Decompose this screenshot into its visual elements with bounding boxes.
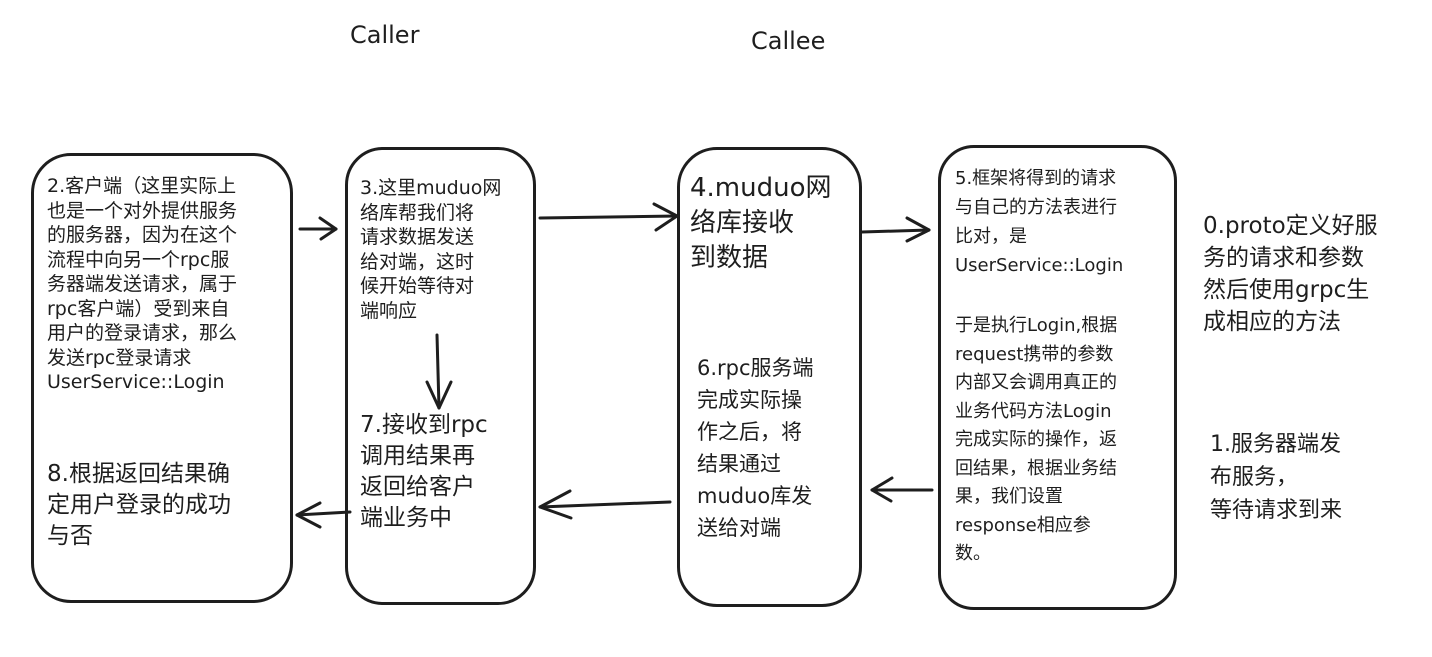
arrow-muduo-to-client [295,501,352,529]
step6-text: 6.rpc服务端 完成实际操 作之后，将 结果通过 muduo库发 送给对端 [697,356,814,540]
caller-header: Caller [350,21,420,49]
arrow-server-to-framework [860,216,931,243]
step1-note: 1.服务器端发 布服务， 等待请求到来 [1210,432,1343,523]
arrow-muduo-to-server [538,202,679,232]
step5-text: 5.框架将得到的请求 与自己的方法表进行 比对，是 UserService::L… [955,168,1124,276]
arrow-client-to-muduo [298,216,338,241]
arrow-framework-to-server [870,476,934,503]
muduo-server-box [677,147,862,607]
callee-header: Callee [751,27,826,55]
framework-box [938,145,1177,610]
arrow-wait-down [425,333,453,410]
muduo-client-box [345,147,536,605]
step0-note: 0.proto定义好服 务的请求和参数 然后使用grpc生 成相应的方法 [1203,213,1378,335]
arrow-server-to-muduo-client [538,489,672,520]
step4-text: 4.muduo网 络库接收 到数据 [690,173,832,273]
step3-text: 3.这里muduo网 络库帮我们将 请求数据发送 给对端，这时 候开始等待对 端… [360,177,502,322]
step5b-text: 于是执行Login,根据 request携带的参数 内部又会调用真正的 业务代码… [955,315,1118,564]
step8-text: 8.根据返回结果确 定用户登录的成功 与否 [47,461,231,549]
step7-text: 7.接收到rpc 调用结果再 返回给客户 端业务中 [360,412,488,531]
client-box [31,153,293,603]
step2-text: 2.客户端（这里实际上 也是一个对外提供服务 的服务器，因为在这个 流程中向另一… [47,175,238,393]
